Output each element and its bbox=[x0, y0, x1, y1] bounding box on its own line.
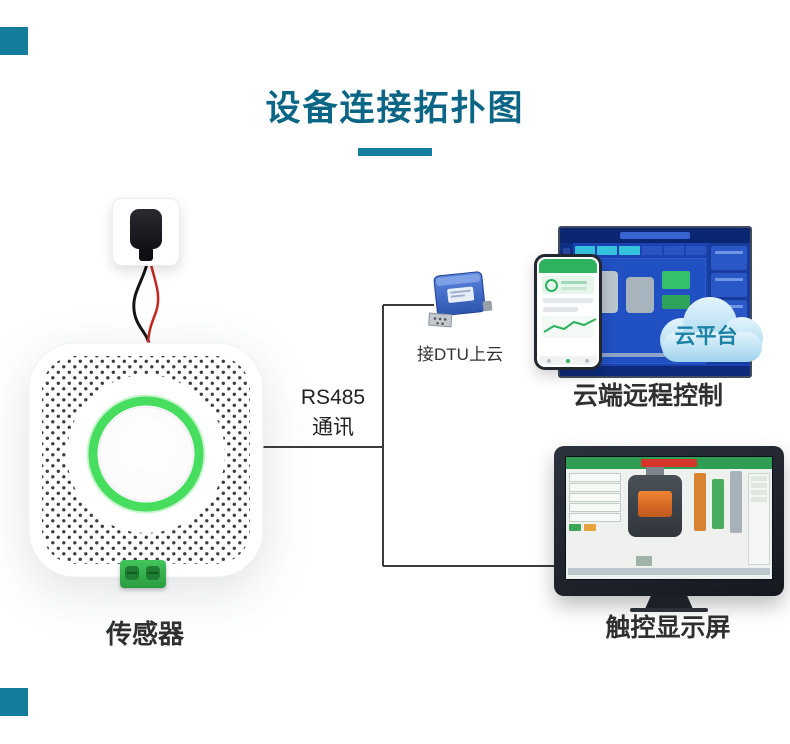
dtu-device bbox=[428, 271, 493, 328]
hmi-button bbox=[584, 524, 596, 531]
sensor-label: 传感器 bbox=[105, 619, 184, 649]
hmi-table-row bbox=[569, 483, 621, 492]
hmi-table-row bbox=[569, 473, 621, 482]
dash-tile bbox=[663, 246, 684, 255]
touch-display-label: 触控显示屏 bbox=[605, 614, 731, 642]
terminal-screw bbox=[125, 566, 139, 580]
process-block bbox=[662, 271, 690, 289]
hmi-titlebar bbox=[566, 457, 772, 469]
hmi-button bbox=[569, 524, 581, 531]
dtu-caption: 接DTU上云 bbox=[417, 345, 503, 364]
phone-chart-line bbox=[543, 318, 597, 333]
sensor-device bbox=[28, 342, 264, 578]
hmi-table-row bbox=[569, 493, 621, 502]
nav-dot bbox=[565, 358, 570, 363]
phone-gauge-card bbox=[542, 276, 594, 294]
rs485-bus-label-line1: RS485 bbox=[300, 386, 366, 409]
hmi-buttons bbox=[569, 524, 621, 531]
dash-tile bbox=[597, 246, 618, 255]
display-stand bbox=[645, 596, 693, 609]
panel-card bbox=[711, 246, 747, 270]
hmi-pipe bbox=[568, 568, 770, 575]
hmi-table bbox=[569, 473, 621, 565]
hmi-column bbox=[730, 471, 742, 533]
power-plug bbox=[130, 209, 162, 249]
nav-dot bbox=[546, 358, 551, 363]
hmi-tank bbox=[636, 556, 652, 566]
hmi-table-row bbox=[569, 513, 621, 522]
touch-display bbox=[554, 446, 784, 596]
phone-screen bbox=[539, 259, 597, 365]
hmi-side-panel bbox=[748, 473, 770, 565]
phone-list-line bbox=[543, 298, 593, 303]
hmi-side-row bbox=[751, 497, 767, 502]
panel-card bbox=[711, 273, 747, 297]
terminal-screw bbox=[146, 566, 160, 580]
process-tank bbox=[626, 277, 654, 313]
dashboard-tile-row bbox=[575, 246, 707, 255]
dash-tile bbox=[641, 246, 662, 255]
nav-dot bbox=[585, 358, 590, 363]
dash-tile bbox=[685, 246, 707, 255]
sidebar-dot bbox=[563, 248, 570, 257]
process-pipe bbox=[580, 353, 701, 357]
phone-nav-bar bbox=[539, 356, 597, 365]
rs485-bus-label-line2: 通讯 bbox=[312, 416, 354, 439]
corner-accent-top bbox=[0, 27, 28, 55]
connection-lines bbox=[263, 304, 556, 567]
title-underline bbox=[358, 148, 432, 156]
phone-app-header bbox=[539, 259, 597, 273]
process-block bbox=[662, 295, 690, 309]
phone-list-line bbox=[543, 307, 578, 312]
smartphone bbox=[534, 254, 602, 370]
hmi-side-row bbox=[751, 476, 767, 481]
hmi-column bbox=[712, 479, 724, 529]
phone-chart bbox=[542, 316, 597, 338]
cloud-platform-label: 云平台 bbox=[674, 325, 738, 348]
dash-tile bbox=[575, 246, 596, 255]
dashboard-titlebar bbox=[560, 228, 750, 243]
hmi-side-row bbox=[751, 483, 767, 488]
rs485-bus-label: RS485 通讯 bbox=[284, 383, 382, 443]
hmi-table-row bbox=[569, 503, 621, 512]
hmi-side-row bbox=[751, 490, 767, 495]
dashboard-statusbar bbox=[560, 366, 750, 376]
cloud-icon bbox=[660, 297, 763, 362]
display-base bbox=[630, 608, 708, 612]
touch-display-screen bbox=[565, 456, 773, 580]
cloud-control-label: 云端远程控制 bbox=[572, 382, 723, 410]
hmi-boiler-graphic bbox=[628, 467, 682, 537]
plug-neck bbox=[139, 247, 153, 261]
page-title: 设备连接拓扑图 bbox=[265, 89, 525, 128]
power-outlet bbox=[112, 198, 180, 266]
power-wire bbox=[132, 258, 160, 350]
dash-tile bbox=[619, 246, 640, 255]
terminal-block bbox=[120, 560, 166, 588]
corner-accent-bottom bbox=[0, 688, 28, 716]
hmi-column bbox=[694, 473, 706, 531]
